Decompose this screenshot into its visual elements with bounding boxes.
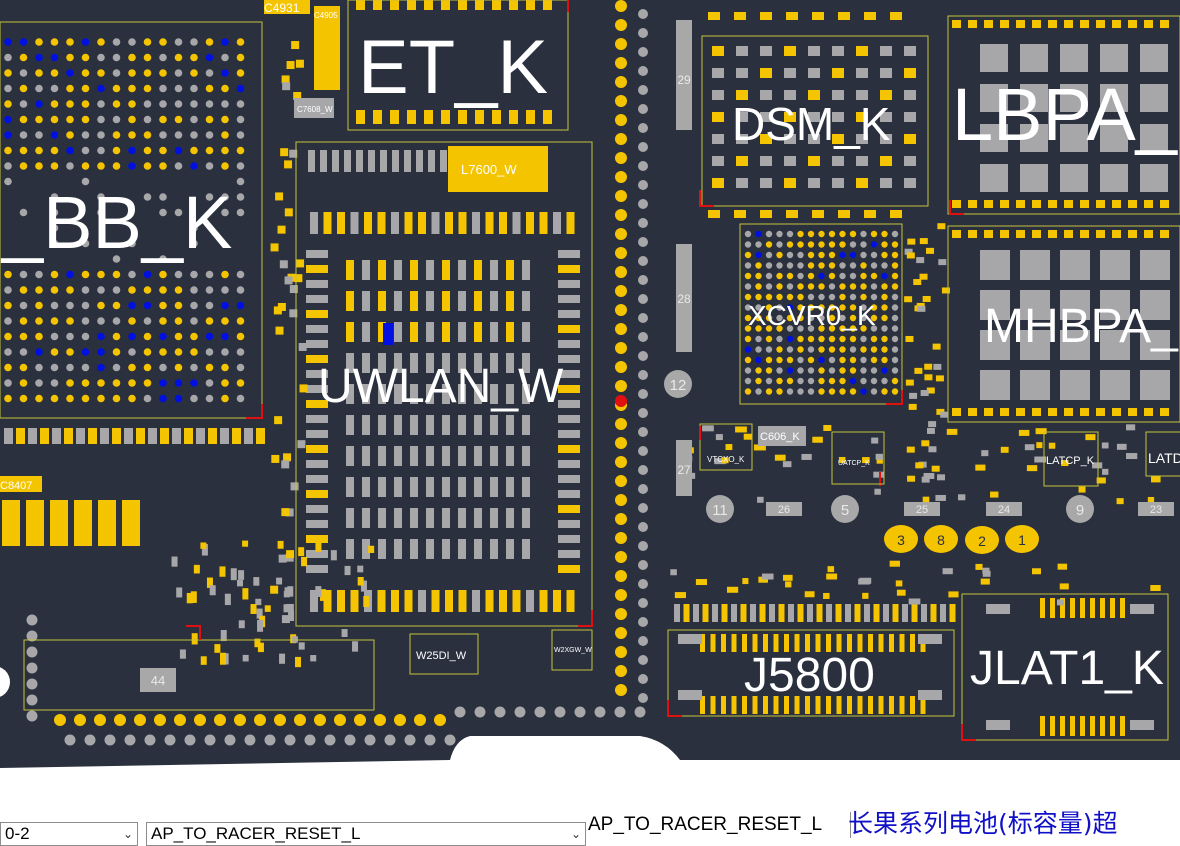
j5800-outline	[667, 629, 955, 717]
svg-text:23: 23	[1150, 504, 1162, 516]
net-name-display: AP_TO_RACER_RESET_L	[588, 812, 851, 838]
w25di-part[interactable]: W25DI_W	[409, 633, 479, 675]
via-column	[26, 0, 648, 746]
mounting-hole	[0, 667, 10, 697]
svg-text:3: 3	[897, 532, 905, 548]
testpoint-12[interactable]: 12	[664, 370, 692, 398]
net-underline	[632, 836, 832, 838]
testpoint-1[interactable]: 1	[1005, 525, 1039, 553]
svg-text:LATCP_K: LATCP_K	[1046, 455, 1095, 467]
lbpa-outline	[947, 15, 1180, 215]
svg-text:LATD: LATD	[1148, 450, 1180, 466]
svg-text:5: 5	[841, 502, 849, 519]
bb-k-label[interactable]: _BB_K	[0, 181, 232, 264]
dsm-k-label[interactable]: DSM_K	[732, 98, 891, 150]
svg-text:C606_K: C606_K	[760, 431, 800, 443]
svg-text:12: 12	[670, 377, 687, 394]
svg-text:27: 27	[677, 463, 691, 477]
svg-text:2: 2	[978, 533, 986, 549]
svg-text:C4931: C4931	[264, 1, 300, 15]
svg-text:1: 1	[1018, 532, 1026, 548]
svg-text:9: 9	[1076, 502, 1084, 519]
misc-pads	[2, 0, 1170, 736]
xcvr0-k-label[interactable]: XCVR0_K	[748, 300, 876, 331]
board-select[interactable]: 0-2 ⌄	[0, 822, 138, 846]
svg-text:8: 8	[937, 532, 945, 548]
jlat1-k-label[interactable]: JLAT1_K	[970, 642, 1164, 695]
red-corner-markers	[186, 0, 976, 741]
testpoint-26[interactable]: 26	[766, 502, 802, 516]
latd-part[interactable]: LATD	[1145, 431, 1180, 477]
mhbpa-label[interactable]: MHBPA_	[984, 300, 1179, 353]
svg-text:11: 11	[712, 502, 728, 519]
testpoint-44[interactable]: 44	[140, 668, 176, 692]
svg-text:C7608_W: C7608_W	[297, 105, 333, 114]
svg-text:C8407: C8407	[0, 480, 32, 492]
board-select-value: 0-2	[5, 824, 30, 843]
w2xgw-part[interactable]: W2XGW_W	[551, 629, 593, 671]
testpoint-5[interactable]: 5	[831, 495, 859, 523]
chevron-down-icon: ⌄	[122, 827, 133, 841]
lbpa-label[interactable]: LBPA_	[952, 73, 1178, 156]
uatcp-part[interactable]: UATCP_K	[831, 431, 885, 485]
ad-banner-text: 长果系列电池(标容量)超	[848, 809, 1118, 838]
testpoint-2[interactable]: 2	[965, 526, 999, 554]
vtcxo-part[interactable]: VTCXO_K	[707, 455, 745, 464]
svg-text:VTCXO_K: VTCXO_K	[707, 455, 745, 464]
ad-banner[interactable]: 长果系列电池(标容量)超	[848, 808, 1118, 840]
uwlan-pad-array	[306, 150, 580, 612]
bb-bga-array	[4, 38, 245, 403]
xcvr-bga-array	[744, 230, 899, 395]
svg-text:W2XGW_W: W2XGW_W	[554, 647, 592, 654]
net-select-value: AP_TO_RACER_RESET_L	[151, 824, 361, 843]
svg-text:W25DI_W: W25DI_W	[416, 650, 467, 662]
testpoint-23[interactable]: 23	[1138, 502, 1174, 516]
testpoint-27[interactable]: 27	[676, 440, 692, 496]
svg-text:25: 25	[916, 504, 928, 516]
c8407-part[interactable]: C8407	[0, 476, 42, 492]
svg-text:C4905: C4905	[314, 11, 338, 20]
testpoint-25[interactable]: 25	[904, 502, 940, 516]
net-select[interactable]: AP_TO_RACER_RESET_L ⌄	[146, 822, 586, 846]
c4931-part[interactable]: C4931	[264, 0, 310, 15]
testpoint-8[interactable]: 8	[924, 525, 958, 553]
testpoint-11[interactable]: 11	[706, 495, 734, 523]
c606-part[interactable]: C606_K	[758, 426, 806, 446]
svg-text:24: 24	[998, 504, 1010, 516]
testpoint-3[interactable]: 3	[884, 525, 918, 553]
xcvr-outline	[739, 223, 903, 405]
bottom-toolbar: 0-2 ⌄ AP_TO_RACER_RESET_L ⌄ AP_TO_RACER_…	[0, 790, 1180, 846]
svg-text:44: 44	[151, 673, 165, 688]
uwlan-w-label[interactable]: UWLAN_W	[318, 360, 564, 413]
et-k-label[interactable]: ET_K	[358, 25, 548, 110]
j5800-label[interactable]: J5800	[744, 649, 875, 702]
pcb-board-view[interactable]: 29 28 27 12 11 26 5 25 24 9 23 3	[0, 0, 1180, 790]
svg-text:29: 29	[677, 73, 691, 87]
red-marker-via	[615, 395, 627, 407]
svg-text:UATCP_K: UATCP_K	[838, 460, 870, 467]
dsm-outline	[701, 35, 929, 207]
c4905-part[interactable]: C4905	[314, 6, 340, 90]
testpoint-9[interactable]: 9	[1066, 495, 1094, 523]
board-outline	[0, 0, 1180, 768]
svg-text:26: 26	[778, 504, 790, 516]
chevron-down-icon: ⌄	[570, 827, 581, 841]
latcp-part[interactable]: LATCP_K	[1043, 431, 1099, 487]
svg-text:L7600_W: L7600_W	[461, 162, 517, 177]
mhbpa-outline	[947, 225, 1180, 423]
testpoint-24[interactable]: 24	[986, 502, 1022, 516]
testpoint-28[interactable]: 28	[676, 244, 692, 352]
uwlan-outline	[295, 141, 593, 627]
l7600-part[interactable]: L7600_W	[448, 146, 548, 192]
bb-outline	[0, 21, 263, 419]
testpoint-29[interactable]: 29	[676, 20, 692, 130]
vtcxo-outline	[699, 423, 753, 471]
net-name-text: AP_TO_RACER_RESET_L	[588, 814, 823, 835]
et-outline	[347, 0, 569, 131]
jlat1-outline	[961, 593, 1169, 741]
svg-text:28: 28	[677, 292, 691, 306]
c7608-part[interactable]: C7608_W	[294, 98, 334, 118]
